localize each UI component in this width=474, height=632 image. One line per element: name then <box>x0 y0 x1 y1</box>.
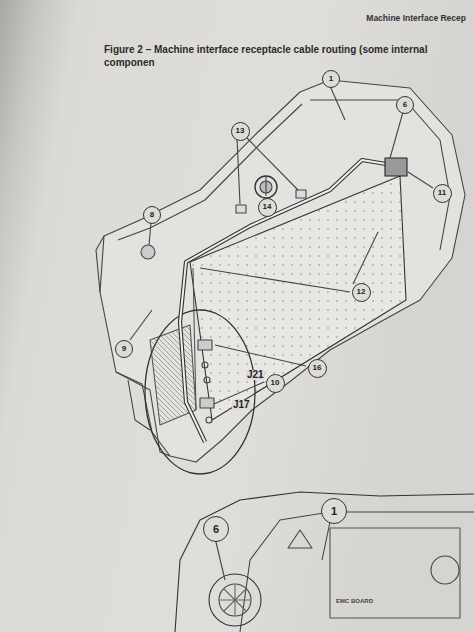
callout-number: 12 <box>352 283 371 302</box>
callout-number: 6 <box>396 96 414 114</box>
callout-number: 16 <box>308 359 327 378</box>
board-marking: EMC BOARD <box>336 598 373 604</box>
callout-number: 1 <box>321 498 347 524</box>
callout-number: 6 <box>203 516 229 542</box>
callout-number: 10 <box>266 374 285 393</box>
callout-number: 9 <box>115 340 133 358</box>
callout-number: 14 <box>258 198 277 217</box>
callout-number: 8 <box>143 206 161 224</box>
callout-number: 1 <box>322 70 340 88</box>
connector-name: J21 <box>246 370 265 380</box>
callout-number: 11 <box>433 184 452 203</box>
callout-number: 13 <box>231 122 250 141</box>
connector-name: J17 <box>232 400 251 410</box>
figure-title: Figure 2 – Machine interface receptacle … <box>104 44 466 69</box>
page-header: Machine Interface Recep <box>366 14 466 23</box>
